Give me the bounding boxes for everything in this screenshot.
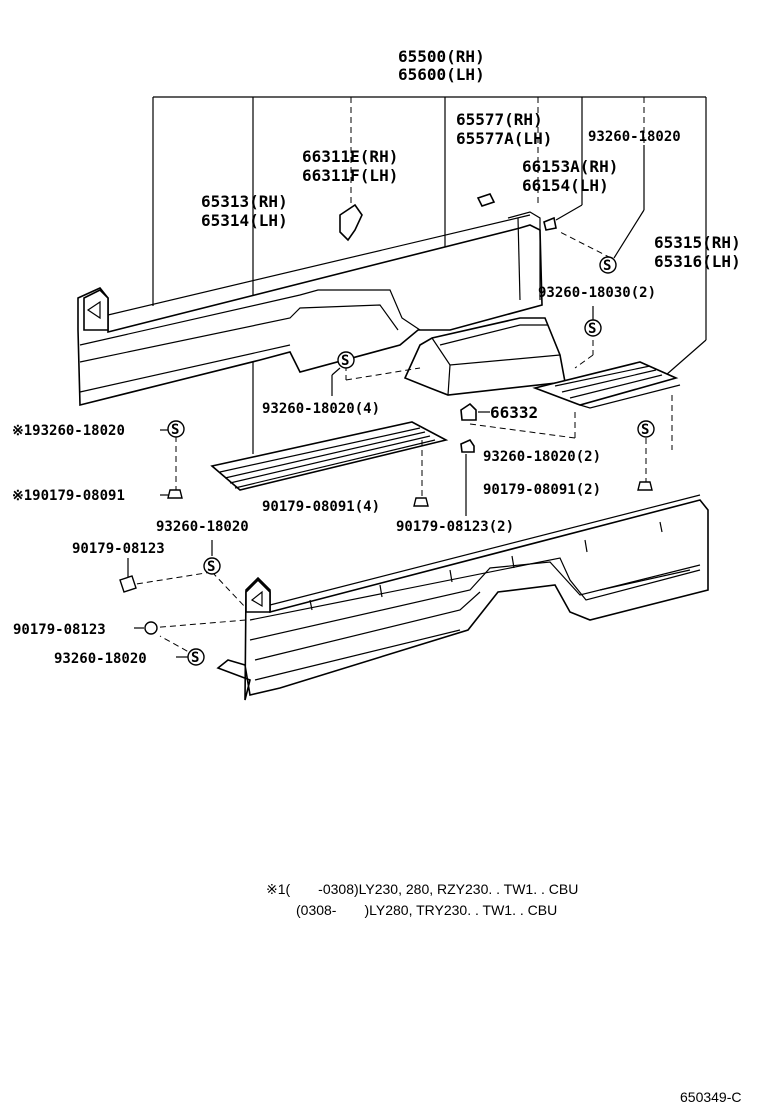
s-clips: S S S S S S S: [167, 256, 655, 666]
s-clip-icon: [167, 420, 185, 438]
label-193260-18020: ※193260-18020: [12, 423, 125, 439]
label-65577a: 65577A(LH): [456, 129, 552, 148]
label-65577: 65577(RH): [456, 110, 543, 129]
label-90179-08091-2: 90179-08091(2): [483, 482, 601, 498]
label-90179-08123-a: 90179-08123: [72, 541, 165, 557]
nut-icon: [413, 497, 429, 507]
nut-icon: [167, 489, 183, 499]
diagram-code: 650349-C: [680, 1089, 742, 1105]
label-93260-18020-bot: 93260-18020: [54, 651, 147, 667]
label-65500: 65500(RH): [398, 47, 485, 66]
s-clip-icon: [584, 319, 602, 337]
label-93260-18020-top: 93260-18020: [588, 129, 681, 145]
cushion-66332: [460, 402, 477, 453]
s-clip-mark: S: [588, 321, 596, 337]
label-90179-08091-4: 90179-08091(4): [262, 499, 380, 515]
note-line-2: (0308- )LY280, TRY230. . TW1. . CBU: [296, 902, 557, 918]
s-clip-mark: S: [341, 353, 349, 369]
label-93260-18030: 93260-18030(2): [538, 285, 656, 301]
solid-leaders: [127, 145, 645, 658]
label-66153a: 66153A(RH): [522, 157, 618, 176]
label-93260-18020-2: 93260-18020(2): [483, 449, 601, 465]
label-65315: 65315(RH): [654, 233, 741, 252]
s-clip-icon: [599, 256, 617, 274]
label-66311e: 66311E(RH): [302, 147, 398, 166]
lower-side-panel: [216, 494, 709, 701]
s-clip-icon: [203, 557, 221, 575]
label-65316: 65316(LH): [654, 252, 741, 271]
nuts: [119, 481, 653, 635]
s-clip-icon: [187, 648, 205, 666]
dashed-leaders: [129, 231, 673, 657]
s-clip-icon: [637, 420, 655, 438]
nut-icon: [144, 621, 158, 635]
label-90179-08123-b: 90179-08123: [13, 622, 106, 638]
floor-plate-65315: [532, 361, 681, 409]
clip-65577: [476, 193, 496, 207]
part-labels: 65500(RH) 65600(LH) 65577(RH) 65577A(LH)…: [12, 47, 741, 667]
wheel-housing-66332: [403, 317, 566, 396]
nut-icon: [637, 481, 653, 491]
clip-66311: [339, 203, 363, 242]
note-line-1: ※1( -0308)LY230, 280, RZY230. . TW1. . C…: [266, 881, 578, 897]
s-clip-mark: S: [603, 258, 611, 274]
label-66154: 66154(LH): [522, 176, 609, 195]
label-66311f: 66311F(LH): [302, 166, 398, 185]
label-65314: 65314(LH): [201, 211, 288, 230]
s-clip-mark: S: [171, 422, 179, 438]
notes: ※1( -0308)LY230, 280, RZY230. . TW1. . C…: [266, 881, 578, 918]
label-93260-18020-mid: 93260-18020: [156, 519, 249, 535]
upper-side-panel: [77, 211, 543, 407]
label-93260-18020-4: 93260-18020(4): [262, 401, 380, 417]
label-190179-08091: ※190179-08091: [12, 488, 125, 504]
clip-66153: [543, 216, 557, 231]
nut-icon: [119, 575, 137, 593]
s-clip-icon: [337, 351, 355, 369]
floor-plate-65313: [210, 421, 449, 491]
s-clip-mark: S: [207, 559, 215, 575]
label-65313: 65313(RH): [201, 192, 288, 211]
label-66332: 66332: [490, 403, 538, 422]
s-clip-mark: S: [641, 422, 649, 438]
label-65600: 65600(LH): [398, 65, 485, 84]
label-90179-08123-2: 90179-08123(2): [396, 519, 514, 535]
s-clip-mark: S: [191, 650, 199, 666]
